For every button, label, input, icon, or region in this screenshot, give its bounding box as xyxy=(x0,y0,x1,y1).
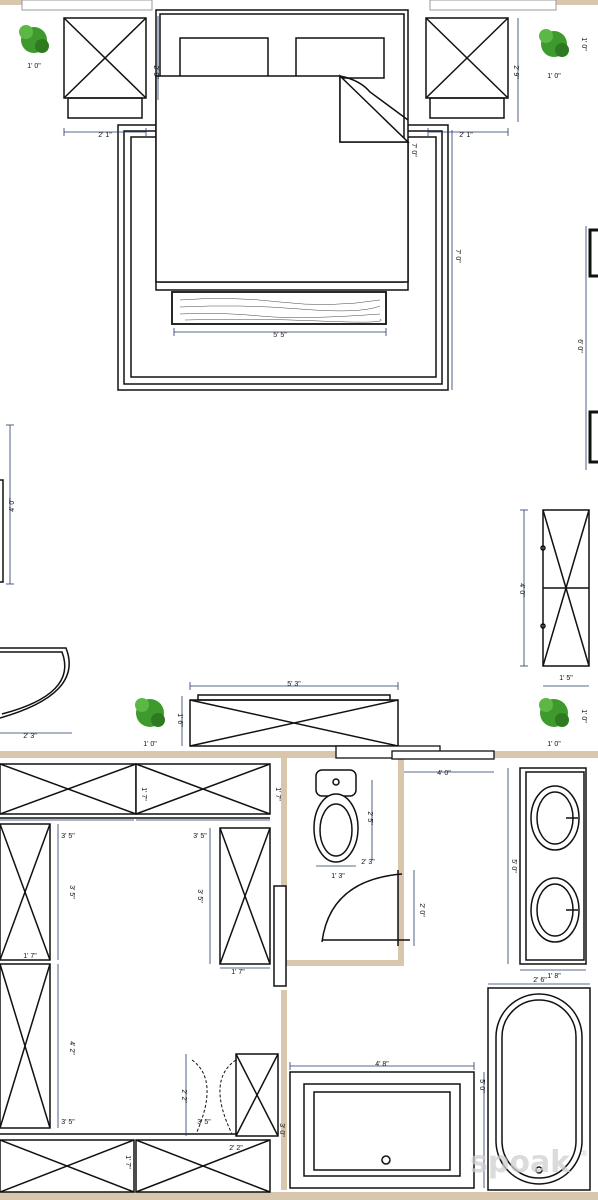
left-chair xyxy=(0,479,4,583)
dim-nightstand-right: 2' 1" xyxy=(459,132,473,139)
bench-wood-grain xyxy=(179,298,382,323)
bottom-wall xyxy=(0,1192,598,1200)
dim-vanity-h: 5' 0" xyxy=(510,859,517,873)
dim-console-depth: 1' 6" xyxy=(176,713,183,727)
dim-shower-h: 2' 0" xyxy=(418,903,425,917)
dim-closet-shelf: 3' 5" xyxy=(61,833,75,840)
dim-bed-length: 7' 0" xyxy=(410,143,417,157)
dim-slider: 4' 0" xyxy=(437,770,451,777)
dim-corner-chair: 2' 3" xyxy=(23,733,37,740)
dim-closet-1-7c: 1' 7" xyxy=(231,969,245,976)
dresser-right xyxy=(540,509,590,667)
dim-closet-1-7-top: 1' 7" xyxy=(274,787,281,801)
top-wall-left xyxy=(0,0,22,5)
dim-plant-right-v: 1' 0" xyxy=(580,37,587,51)
window-right xyxy=(429,0,557,11)
window-left xyxy=(21,0,153,11)
divider-wall-right xyxy=(494,751,598,758)
dim-nightstand-right-height: 2' 9" xyxy=(512,65,519,79)
bench-top xyxy=(171,291,387,325)
dim-dresser-depth: 1' 5" xyxy=(559,675,573,682)
corner-shower xyxy=(321,870,410,946)
closet-door-swing xyxy=(191,1059,237,1135)
corner-armchair xyxy=(0,647,70,719)
watermark-registered: ® xyxy=(580,1149,588,1158)
dim-left-chair: 4' 0" xyxy=(9,498,16,512)
dim-rug-length: 7' 0" xyxy=(454,249,461,263)
plant-bottom-left xyxy=(135,698,165,727)
top-wall-right xyxy=(556,0,598,5)
right-edge-furniture xyxy=(588,228,598,464)
double-vanity xyxy=(519,767,587,965)
dim-nightstand-left: 2' 1" xyxy=(98,132,112,139)
duvet-fold-edge xyxy=(339,75,409,121)
dim-shower-pan-w: 4' 8" xyxy=(375,1061,389,1068)
duvet-fold xyxy=(339,74,410,143)
dim-closet-top: 1' 7" xyxy=(140,787,147,801)
dim-closet-2-2b: 2' 2" xyxy=(229,1145,243,1152)
toilet xyxy=(313,769,359,863)
wc-wall-right xyxy=(398,758,404,966)
dim-dresser-right: 4' 0" xyxy=(518,583,525,597)
dim-nightstand-height: 2' 9" xyxy=(152,65,159,79)
dim-toilet-width: 1' 3" xyxy=(331,873,345,880)
console-table xyxy=(189,694,399,747)
watermark-brand: spoak xyxy=(470,1145,571,1180)
dim-closet-1-7b: 1' 7" xyxy=(23,953,37,960)
plant-top-right xyxy=(539,29,569,57)
bench xyxy=(171,291,387,325)
dim-closet-4-2: 4' 2" xyxy=(68,1041,75,1055)
wc-wall-bottom xyxy=(281,960,404,966)
dim-toilet-depth: 2' 5" xyxy=(366,811,373,825)
dimension-labels: 2' 1" 2' 1" 2' 9" 2' 9" 1' 0" 1' 0" 1' 0… xyxy=(9,37,587,1169)
dim-closet-3-0: 3' 0" xyxy=(278,1123,285,1137)
dim-tub-h: 5' 0" xyxy=(478,1079,485,1093)
plant-bottom-right xyxy=(539,698,569,727)
dim-tub-w: 2' 6" xyxy=(533,977,547,984)
dim-plant-right: 1' 0" xyxy=(547,73,561,80)
dimension-lines xyxy=(0,16,590,1188)
dim-plant-left: 1' 0" xyxy=(27,63,41,70)
closet-wall xyxy=(281,990,287,1190)
dim-closet-left-h: 3' 5" xyxy=(68,885,75,899)
dim-closet-3-5d: 3' 5" xyxy=(197,1119,211,1126)
dim-console-width: 5' 3" xyxy=(287,681,301,688)
bathtub xyxy=(487,987,591,1191)
pillow-left xyxy=(179,37,269,79)
dim-plant-br: 1' 0" xyxy=(547,741,561,748)
nightstand-left xyxy=(63,17,147,119)
dim-shower-w: 2' 3" xyxy=(361,859,375,866)
dim-bench-width: 5' 5" xyxy=(273,332,287,339)
dim-closet-3-5c: 3' 5" xyxy=(61,1119,75,1126)
dim-closet-shelf2: 3' 5" xyxy=(193,833,207,840)
divider-wall-left xyxy=(0,751,336,758)
sliding-door xyxy=(335,745,495,760)
pillow-right xyxy=(295,37,385,79)
bed xyxy=(155,9,410,291)
dim-plant-br-v: 1' 0" xyxy=(580,709,587,723)
dim-closet-1-7d: 1' 7" xyxy=(124,1155,131,1169)
plant-top-left xyxy=(19,25,49,53)
wc-wall-left xyxy=(281,758,287,966)
dim-closet-2-2: 2' 2" xyxy=(180,1089,187,1103)
top-windows xyxy=(21,0,557,11)
dim-closet-center-h: 3' 5" xyxy=(196,889,203,903)
shower-pan xyxy=(289,1071,475,1189)
dim-vanity-d: 1' 8" xyxy=(547,973,561,980)
dim-wall-right: 6' 0" xyxy=(576,339,583,353)
dim-plant-bl: 1' 0" xyxy=(143,741,157,748)
dimension-ticks xyxy=(6,128,528,1070)
watermark: spoak ® xyxy=(470,1145,588,1180)
nightstand-right xyxy=(425,17,509,119)
closet-cabinets xyxy=(0,763,287,1193)
